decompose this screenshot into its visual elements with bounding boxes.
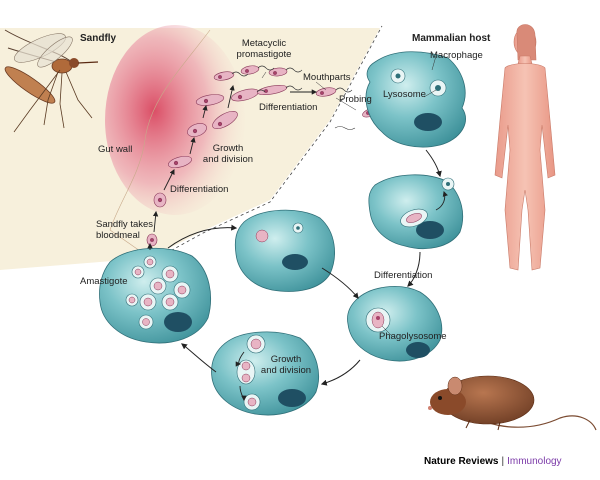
- label-sandfly-takes-1: Sandfly takes: [96, 219, 154, 230]
- label-sandfly: Sandfly: [80, 33, 117, 44]
- label-probing: Probing: [339, 94, 372, 105]
- footer-section: Immunology: [507, 456, 562, 467]
- label-growth-bottom-2: and division: [260, 365, 312, 376]
- label-differentiation-mid: Differentiation: [170, 184, 229, 195]
- label-sandfly-takes-2: bloodmeal: [96, 230, 140, 241]
- label-gut-wall: Gut wall: [98, 144, 133, 155]
- footer-credit: Nature Reviews|Immunology: [424, 456, 562, 467]
- leader-lines: [261, 55, 437, 337]
- label-phagolysosome: Phagolysosome: [379, 331, 447, 342]
- mouse-figure: [428, 375, 597, 431]
- label-growth-bottom-1: Growth: [270, 354, 302, 365]
- label-lysosome: Lysosome: [383, 89, 426, 100]
- sandfly-arrows: [152, 84, 318, 233]
- label-differentiation-top: Differentiation: [259, 102, 318, 113]
- label-amastigote: Amastigote: [80, 276, 128, 287]
- label-growth-top-1: Growth: [212, 143, 244, 154]
- gut-wall: [105, 25, 245, 215]
- label-mouthparts: Mouthparts: [303, 72, 351, 83]
- macrophage-uninfected: [234, 209, 335, 292]
- label-metacyclic-1: Metacyclic: [241, 38, 287, 49]
- macrophage-phagolysosome: [347, 286, 443, 362]
- label-macrophage: Macrophage: [430, 50, 483, 61]
- gut-wall-edge: [109, 29, 211, 259]
- sandfly-insect: [4, 29, 99, 133]
- macrophage-amastigote: [99, 247, 211, 344]
- label-metacyclic-2: promastigote: [236, 49, 292, 60]
- macrophage-top-right: [365, 51, 466, 148]
- human-figure: [494, 24, 556, 271]
- probing-flagellum: [334, 126, 356, 130]
- macrophage-growth-bottom: [211, 331, 319, 416]
- footer-separator: |: [501, 456, 505, 467]
- host-divider-line: [149, 25, 383, 263]
- footer-brand: Nature Reviews: [424, 456, 499, 467]
- flagella: [231, 65, 353, 93]
- label-differentiation-right: Differentiation: [374, 270, 433, 281]
- label-growth-top-2: and division: [202, 154, 254, 165]
- label-mammalian-host: Mammalian host: [412, 33, 491, 44]
- macrophage-right-2: [368, 174, 464, 249]
- lifecycle-arrows: [167, 149, 442, 386]
